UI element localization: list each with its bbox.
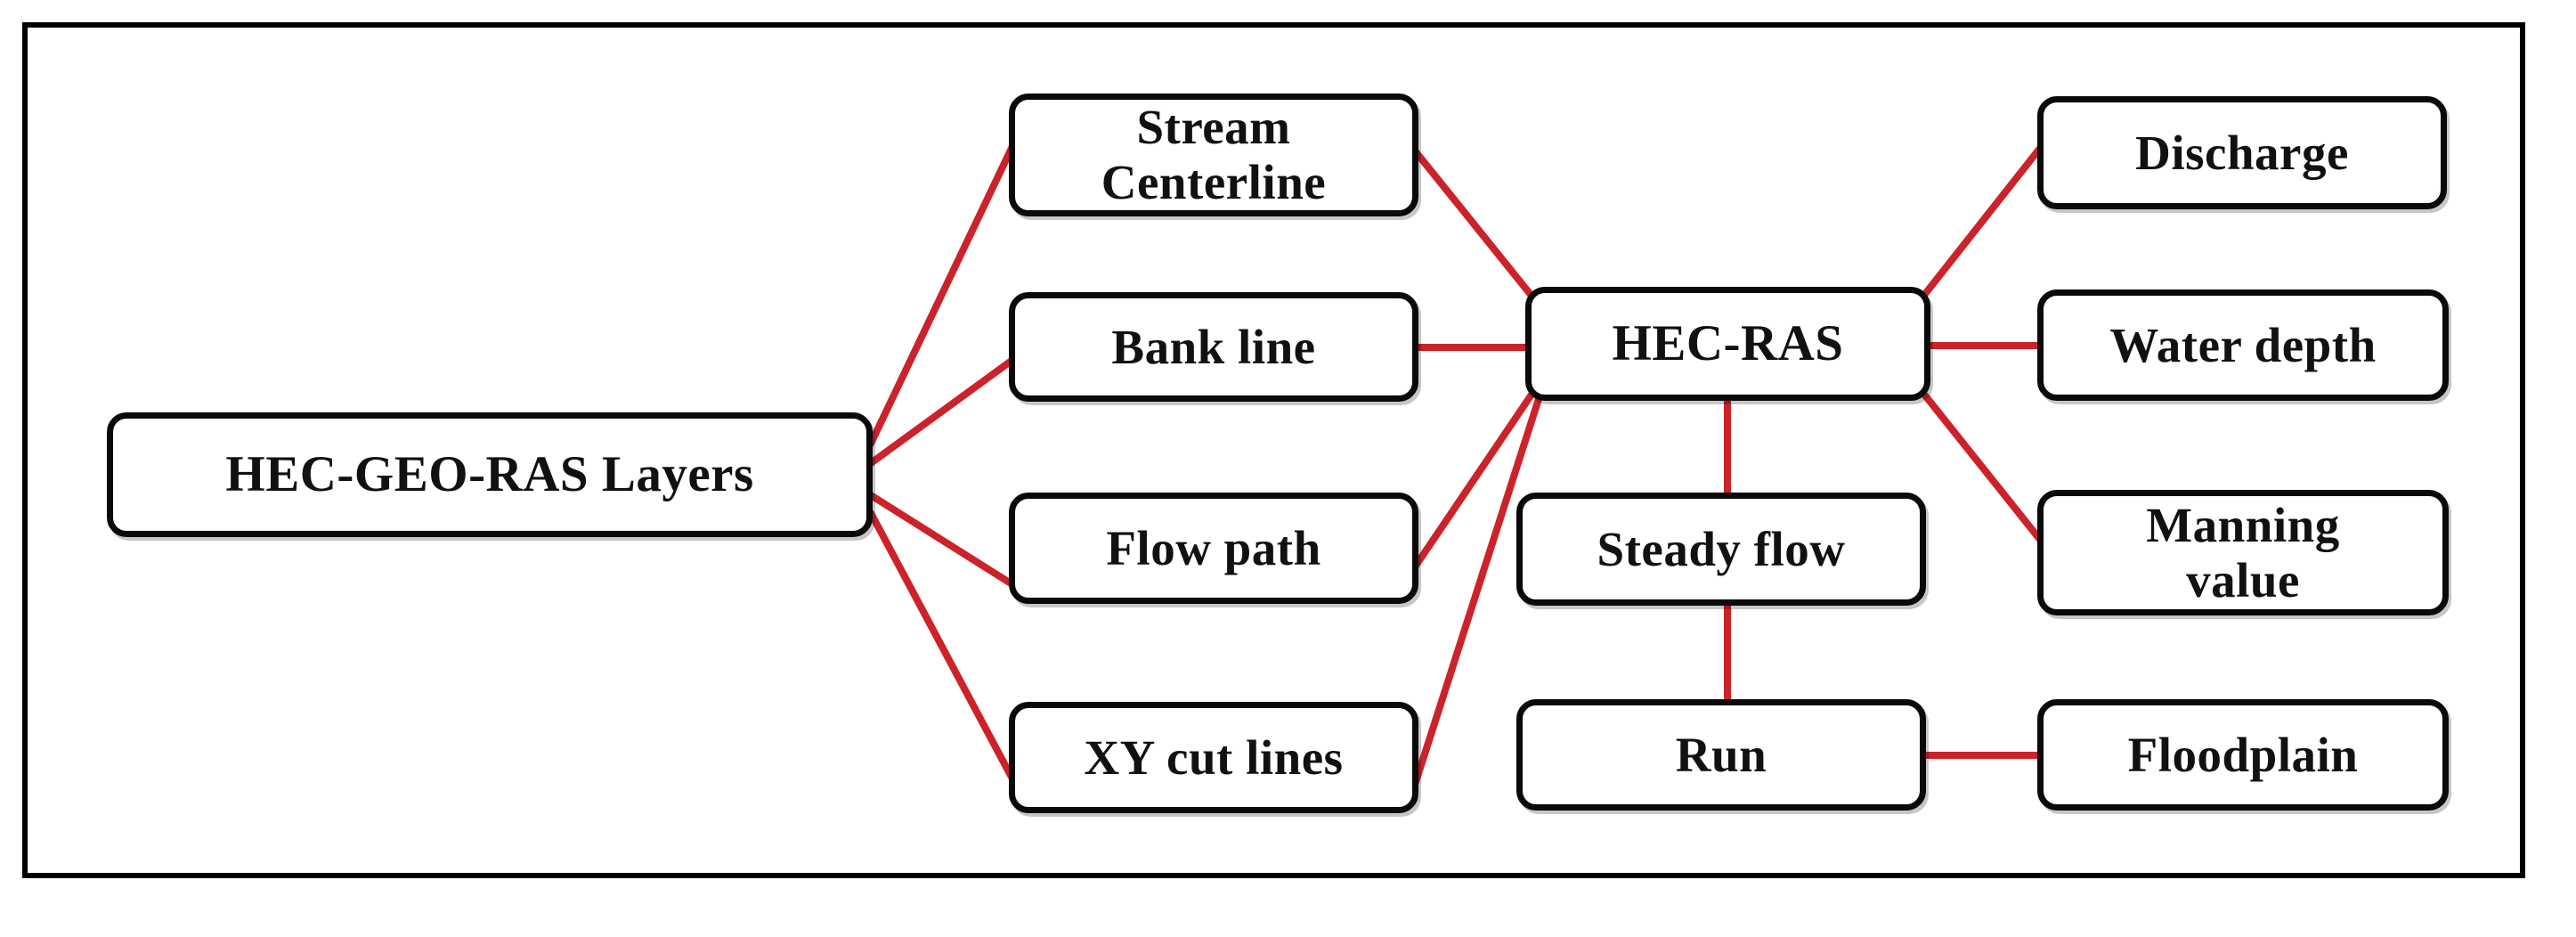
node-discharge-label: Discharge xyxy=(2135,125,2349,180)
node-steady-flow-label: Steady flow xyxy=(1597,521,1846,576)
node-xy-cut-lines[interactable]: XY cut lines xyxy=(1009,702,1418,813)
node-flow-path-label: Flow path xyxy=(1106,520,1321,575)
node-bank-line-label: Bank line xyxy=(1111,319,1316,374)
node-hec-ras-label: HEC-RAS xyxy=(1612,315,1844,372)
node-flow-path[interactable]: Flow path xyxy=(1009,493,1418,604)
node-manning-value-label: Manning value xyxy=(2146,497,2340,607)
node-water-depth[interactable]: Water depth xyxy=(2037,289,2449,401)
node-hec-ras[interactable]: HEC-RAS xyxy=(1525,287,1930,401)
node-bank-line[interactable]: Bank line xyxy=(1009,292,1418,402)
node-hec-geo-ras-layers-label: HEC-GEO-RAS Layers xyxy=(225,446,754,503)
node-xy-cut-lines-label: XY cut lines xyxy=(1084,729,1344,785)
node-stream-centerline[interactable]: Stream Centerline xyxy=(1009,94,1418,216)
node-water-depth-label: Water depth xyxy=(2109,317,2377,372)
node-floodplain[interactable]: Floodplain xyxy=(2037,699,2449,811)
node-run-label: Run xyxy=(1675,727,1767,782)
node-steady-flow[interactable]: Steady flow xyxy=(1516,493,1926,606)
node-floodplain-label: Floodplain xyxy=(2127,727,2359,782)
node-discharge[interactable]: Discharge xyxy=(2037,96,2447,209)
node-stream-centerline-label: Stream Centerline xyxy=(1101,100,1327,209)
node-hec-geo-ras-layers[interactable]: HEC-GEO-RAS Layers xyxy=(107,412,873,537)
node-manning-value[interactable]: Manning value xyxy=(2037,490,2449,615)
node-run[interactable]: Run xyxy=(1516,699,1926,811)
